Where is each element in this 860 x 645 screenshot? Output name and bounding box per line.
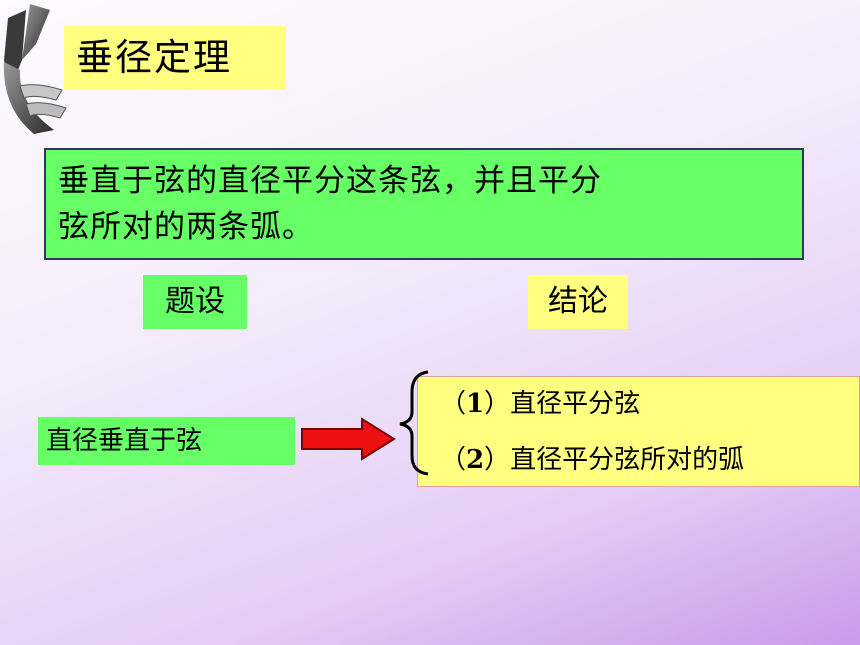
result-number: 1 <box>466 389 485 419</box>
results-box: （1）直径平分弦 （2）直径平分弦所对的弧 <box>417 376 860 487</box>
condition-box: 直径垂直于弦 <box>38 417 295 465</box>
decorative-logo-icon <box>3 4 67 134</box>
result-close-paren: ） <box>484 389 511 419</box>
result-number: 2 <box>466 445 485 475</box>
theorem-statement: 垂直于弦的直径平分这条弦，并且平分 弦所对的两条弧。 <box>44 148 804 260</box>
result-close-paren: ） <box>484 445 511 475</box>
left-brace-icon <box>399 370 429 476</box>
hypothesis-label: 题设 <box>143 275 247 329</box>
result-text: 直径平分弦 <box>510 389 641 419</box>
result-open-paren: （ <box>440 389 467 419</box>
right-arrow-icon <box>301 417 396 461</box>
result-text: 直径平分弦所对的弧 <box>510 445 745 475</box>
result-open-paren: （ <box>440 445 467 475</box>
result-item-1: （1）直径平分弦 <box>440 379 640 429</box>
theorem-line-1: 垂直于弦的直径平分这条弦，并且平分 <box>58 163 602 199</box>
page-title: 垂径定理 <box>64 26 286 90</box>
conclusion-label: 结论 <box>528 275 628 329</box>
theorem-line-2: 弦所对的两条弧。 <box>58 209 314 245</box>
result-item-2: （2）直径平分弦所对的弧 <box>440 435 744 485</box>
